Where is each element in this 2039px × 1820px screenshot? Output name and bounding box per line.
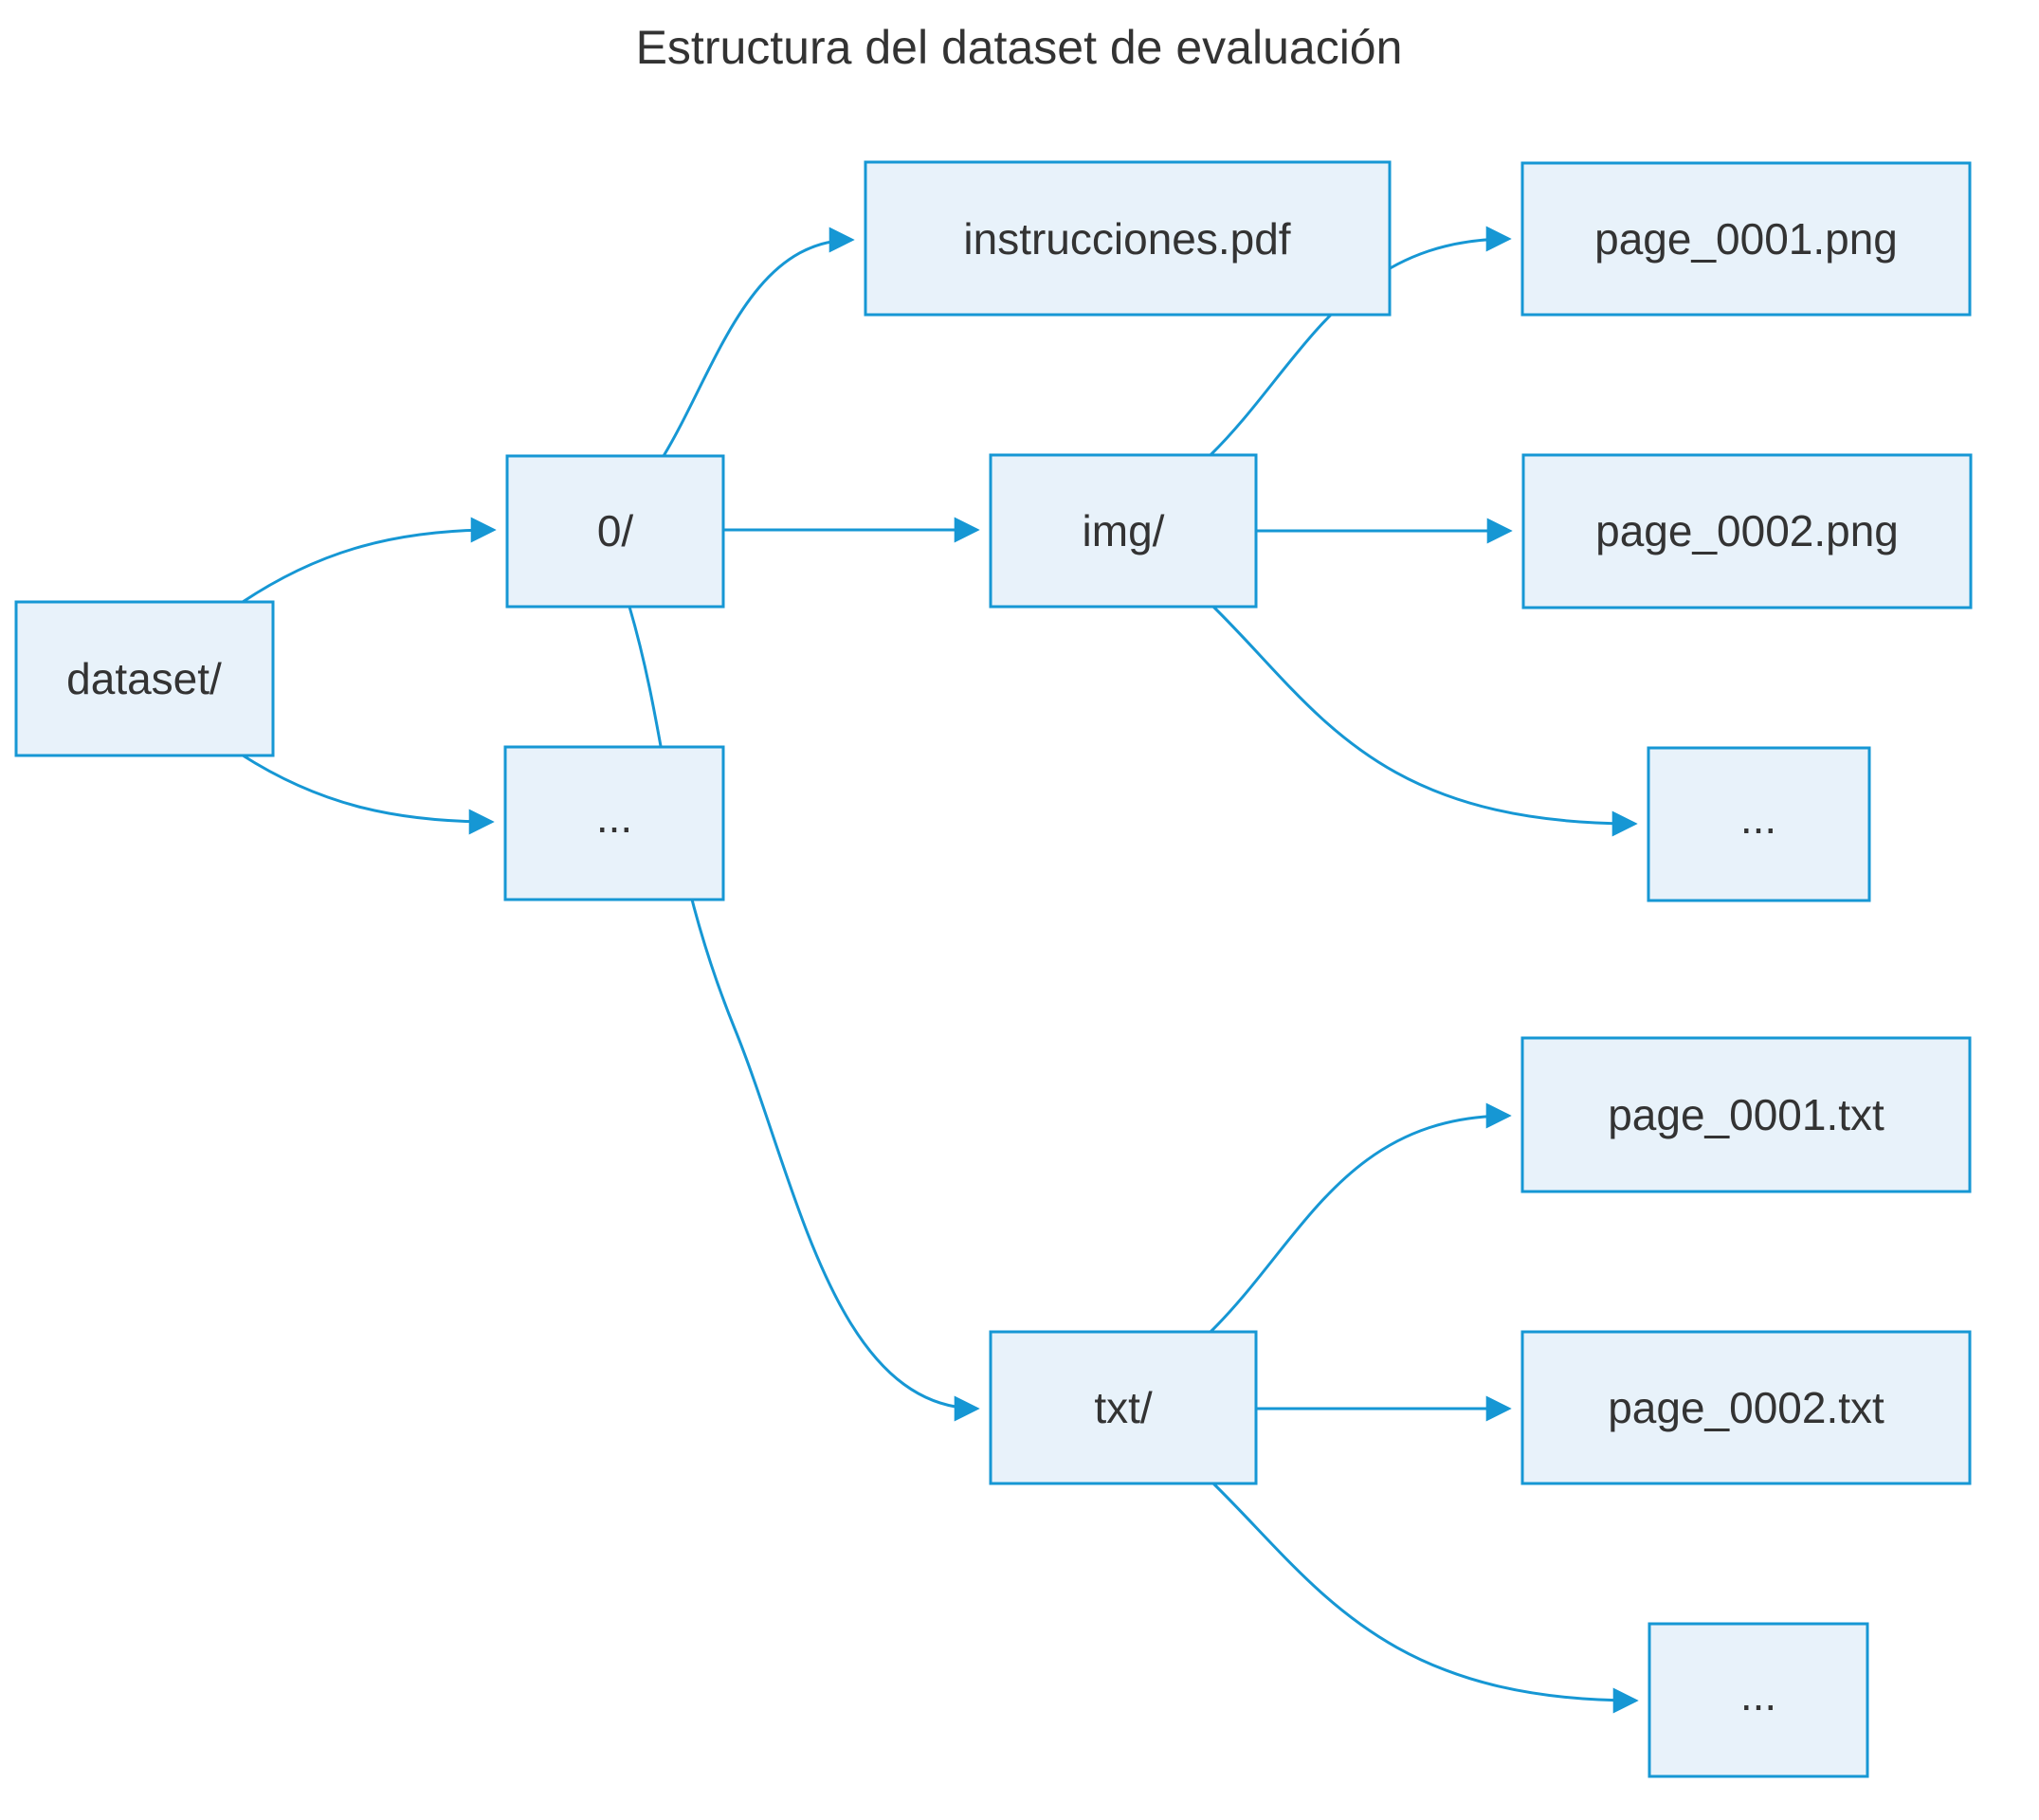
node-png1-label: page_0001.png [1594,214,1898,264]
node-dataset-label: dataset/ [66,654,222,703]
node-dots-txt-box [1648,1622,1869,1778]
node-png1-box [1520,161,1972,317]
node-dots-img-label: ... [1740,793,1776,843]
node-png2-box [1521,453,1973,610]
node-0-label: 0/ [597,506,634,555]
node-txt2-label: page_0002.txt [1608,1383,1884,1432]
node-txt: txt/ [989,1330,1258,1485]
node-dots-img-box [1647,746,1871,902]
node-png2: page_0002.png [1521,453,1973,610]
edge-layer [239,226,1639,1714]
node-layer: dataset/ 0/ ... instrucciones.pdf img/ p… [14,160,1973,1778]
node-instrucciones: instrucciones.pdf [864,160,1392,317]
node-txt-box [989,1330,1258,1485]
node-png2-label: page_0002.png [1595,506,1899,555]
node-dots-root-label: ... [596,792,632,842]
edge-dataset-to-0 [239,517,497,606]
node-txt2-box [1520,1330,1972,1485]
diagram-title: Estructura del dataset de evaluación [636,21,1403,74]
edge-0-to-txt [628,606,980,1422]
node-img-box [989,453,1258,609]
node-instrucciones-label: instrucciones.pdf [963,214,1290,264]
node-0: 0/ [505,454,725,609]
node-dots-img: ... [1647,746,1871,902]
node-dots-root: ... [503,745,725,901]
edge-dataset-to-dots [239,752,495,835]
node-txt-label: txt/ [1094,1383,1153,1432]
node-dataset-box [14,600,275,757]
edge-txt-to-txt1 [1209,1102,1512,1334]
node-txt1-label: page_0001.txt [1608,1090,1884,1139]
node-txt1-box [1520,1036,1972,1193]
node-img: img/ [989,453,1258,609]
node-0-box [505,454,725,609]
node-dataset: dataset/ [14,600,275,757]
node-png1: page_0001.png [1520,161,1972,317]
node-dots-txt: ... [1648,1622,1869,1778]
node-img-label: img/ [1083,506,1165,555]
node-txt2: page_0002.txt [1520,1330,1972,1485]
node-instrucciones-box [864,160,1392,317]
node-txt1: page_0001.txt [1520,1036,1972,1193]
edge-txt-to-dots [1211,1482,1639,1714]
node-dots-root-box [503,745,725,901]
node-dots-txt-label: ... [1740,1670,1776,1720]
edge-img-to-dots [1211,605,1638,837]
edge-0-to-instrucciones [662,227,855,457]
